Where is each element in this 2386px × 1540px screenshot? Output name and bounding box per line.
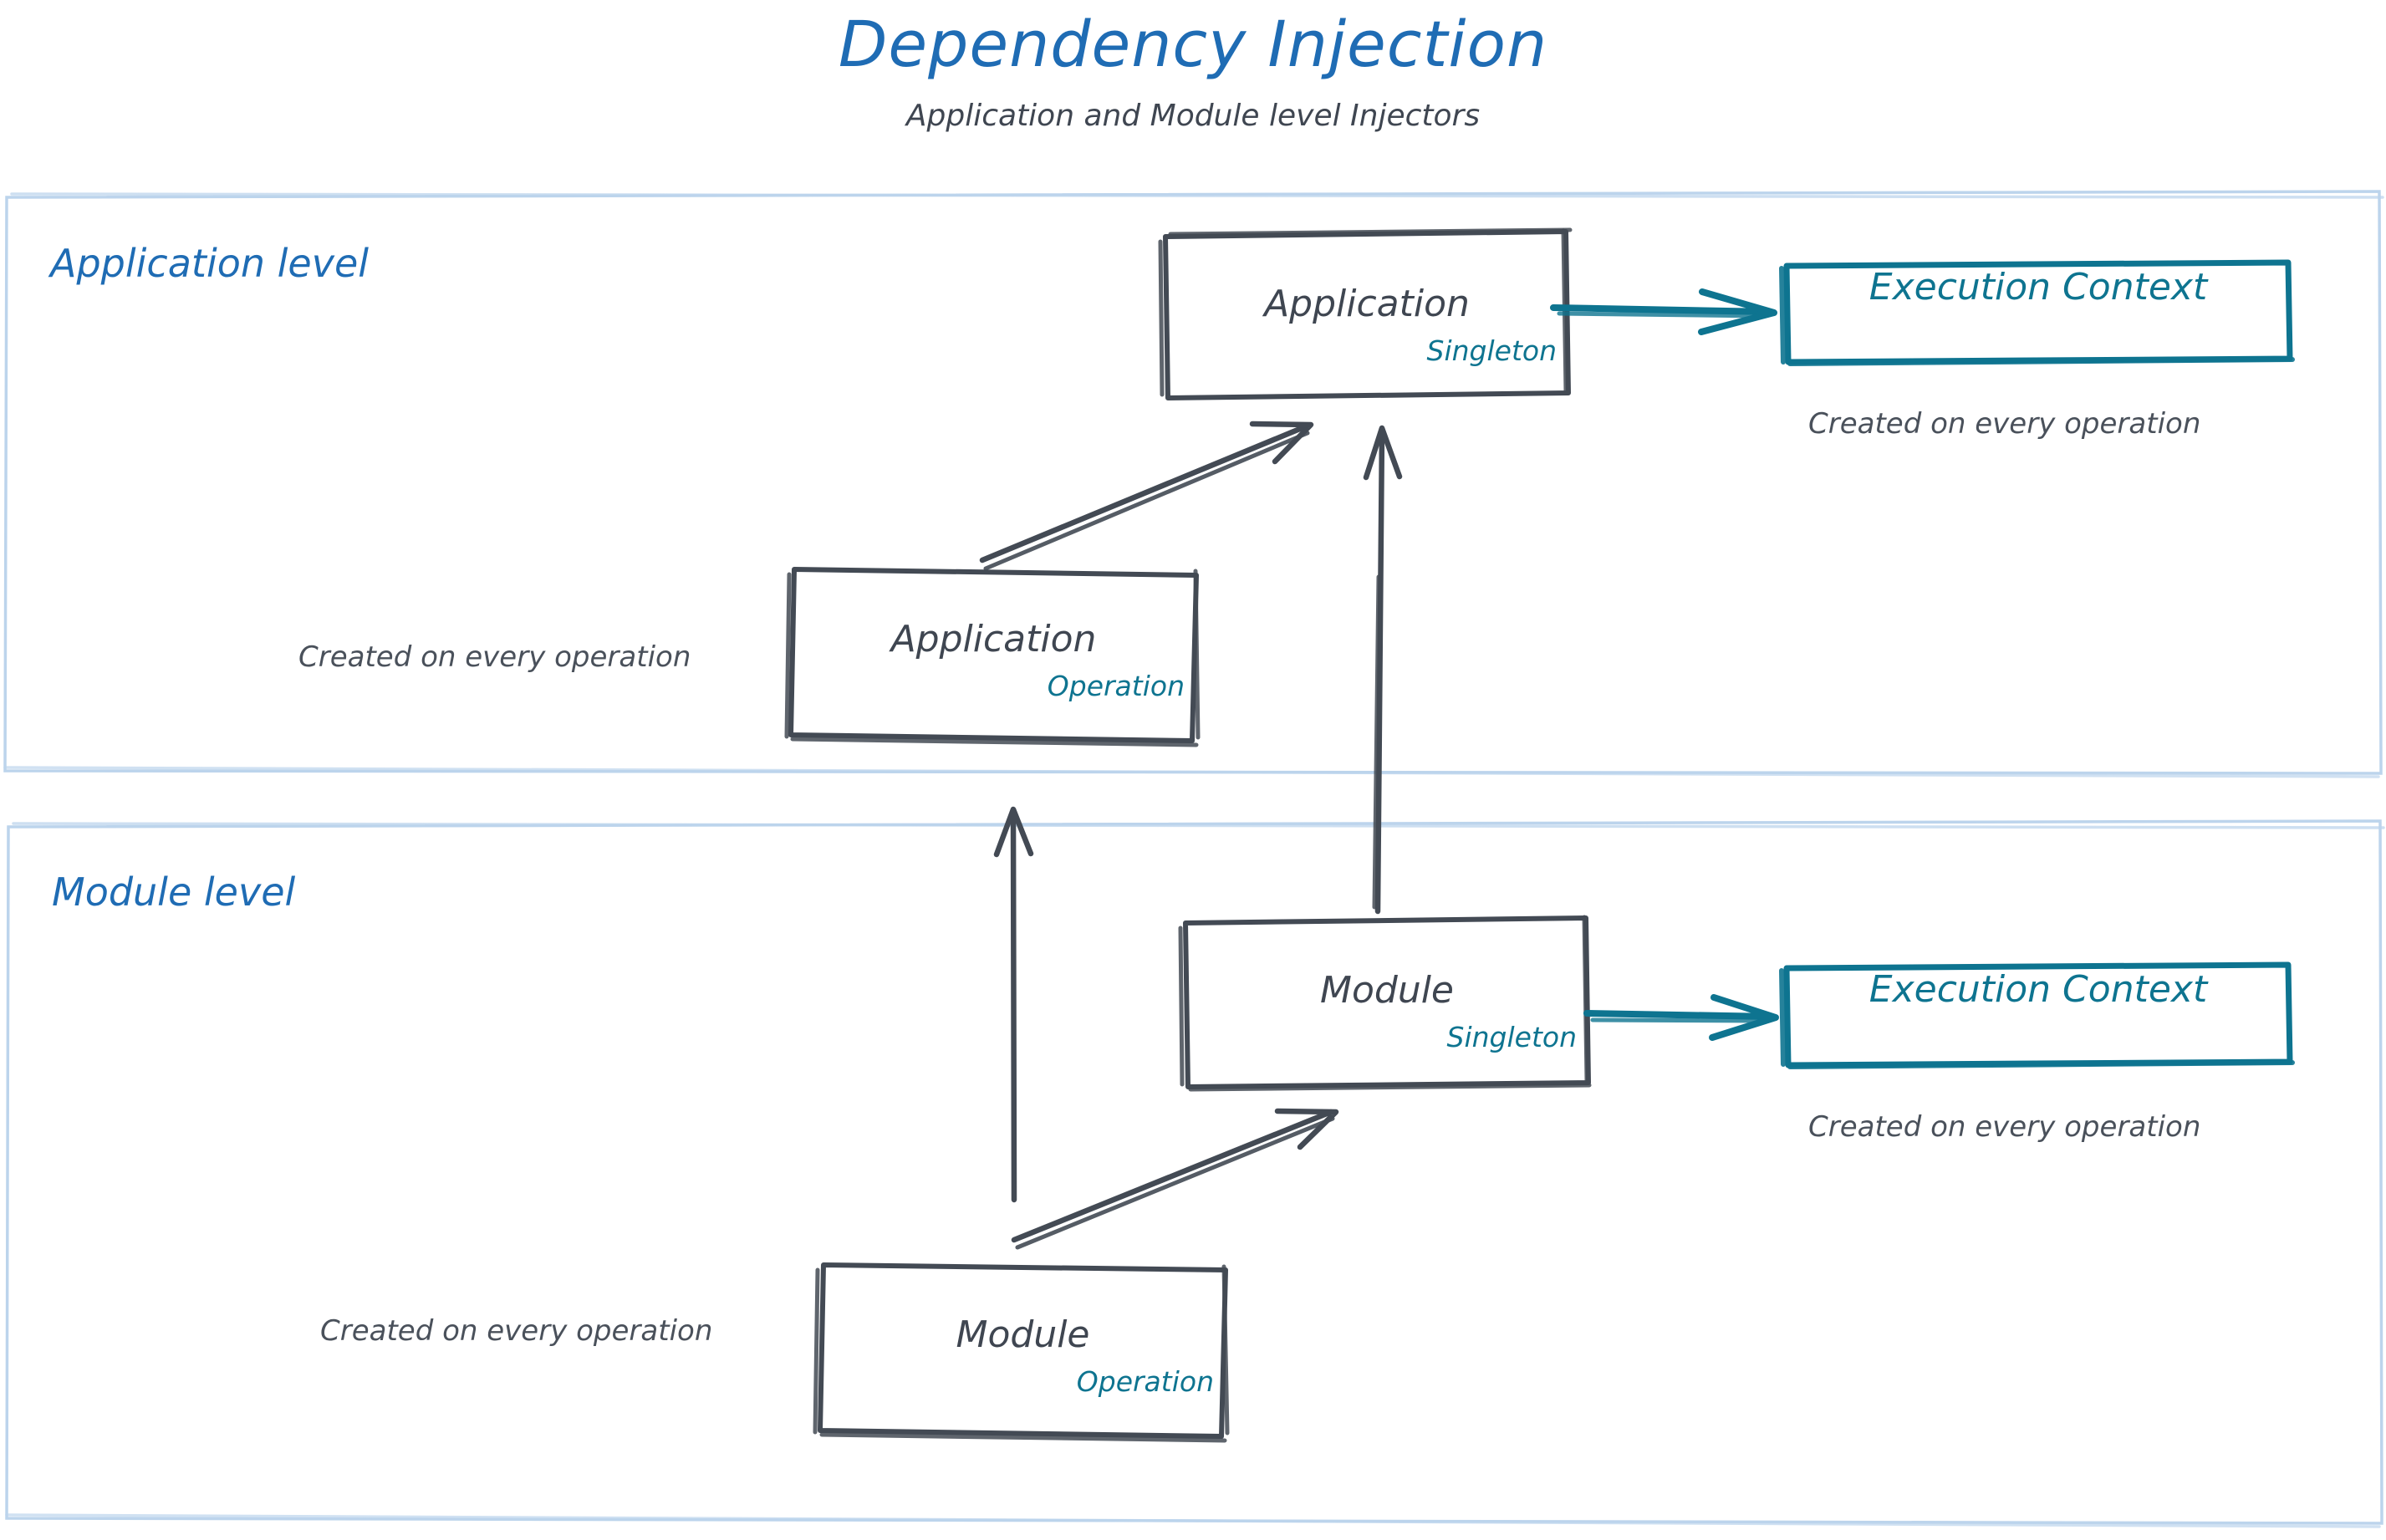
node-module-operation-scope: Operation (1076, 1365, 1214, 1398)
node-module-execution-context[interactable]: Execution Context (1787, 968, 2290, 1065)
edge-module-operation-to-app-operation (993, 806, 1034, 1203)
node-module-operation-title: Module (956, 1313, 1090, 1356)
caption-module-operation: Created on every operation (320, 1314, 713, 1348)
edge-app-singleton-to-app-execution-context (1550, 288, 1777, 335)
node-module-operation[interactable]: Module Operation (820, 1265, 1226, 1436)
node-application-singleton[interactable]: Application Singleton (1165, 237, 1568, 398)
node-application-operation-scope: Operation (1047, 670, 1185, 702)
node-application-operation[interactable]: Application Operation (791, 569, 1196, 741)
lane-label-module-level: Module level (52, 869, 296, 915)
edge-module-singleton-to-app-singleton (1363, 425, 1403, 915)
edge-module-operation-to-module-singleton (1011, 1108, 1339, 1250)
node-module-singleton-scope: Singleton (1446, 1021, 1578, 1053)
node-module-singleton-title: Module (1320, 969, 1454, 1012)
node-application-execution-context[interactable]: Execution Context (1787, 266, 2290, 362)
node-application-operation-title: Application (890, 618, 1097, 660)
caption-module-execution-context: Created on every operation (1808, 1110, 2201, 1144)
node-module-singleton[interactable]: Module Singleton (1185, 923, 1588, 1087)
node-module-execution-context-title: Execution Context (1869, 968, 2208, 1011)
page-title: Dependency Injection (838, 7, 1548, 81)
page-subtitle: Application and Module level Injectors (905, 99, 1481, 133)
edge-module-singleton-to-module-execution-context (1583, 994, 1779, 1041)
caption-application-execution-context: Created on every operation (1808, 407, 2201, 441)
node-application-singleton-title: Application (1264, 283, 1470, 325)
lane-label-application-level: Application level (50, 241, 370, 286)
caption-application-operation: Created on every operation (298, 640, 691, 674)
node-application-execution-context-title: Execution Context (1869, 266, 2208, 309)
node-application-singleton-scope: Singleton (1426, 334, 1558, 367)
edge-app-operation-to-app-singleton (979, 421, 1314, 571)
